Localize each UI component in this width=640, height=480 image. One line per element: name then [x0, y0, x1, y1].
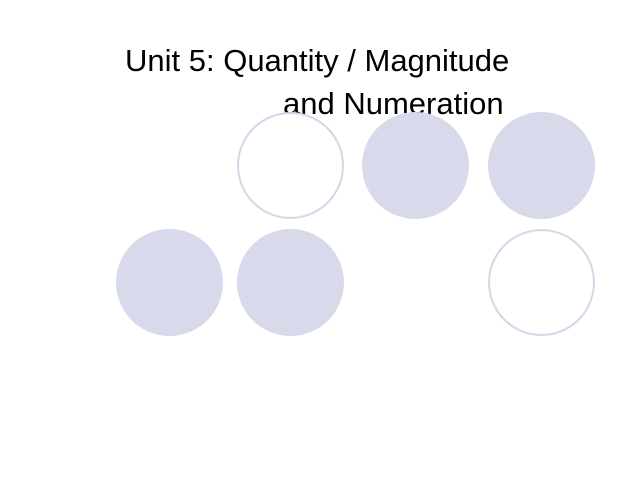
circle-filled	[362, 112, 469, 219]
circle-empty	[237, 112, 344, 219]
circle-empty	[488, 229, 595, 336]
circle-filled	[116, 229, 223, 336]
circle-filled	[237, 229, 344, 336]
title-line-1: Unit 5: Quantity / Magnitude	[125, 43, 510, 78]
circle-filled	[488, 112, 595, 219]
title-line-2: and Numeration	[283, 86, 504, 121]
